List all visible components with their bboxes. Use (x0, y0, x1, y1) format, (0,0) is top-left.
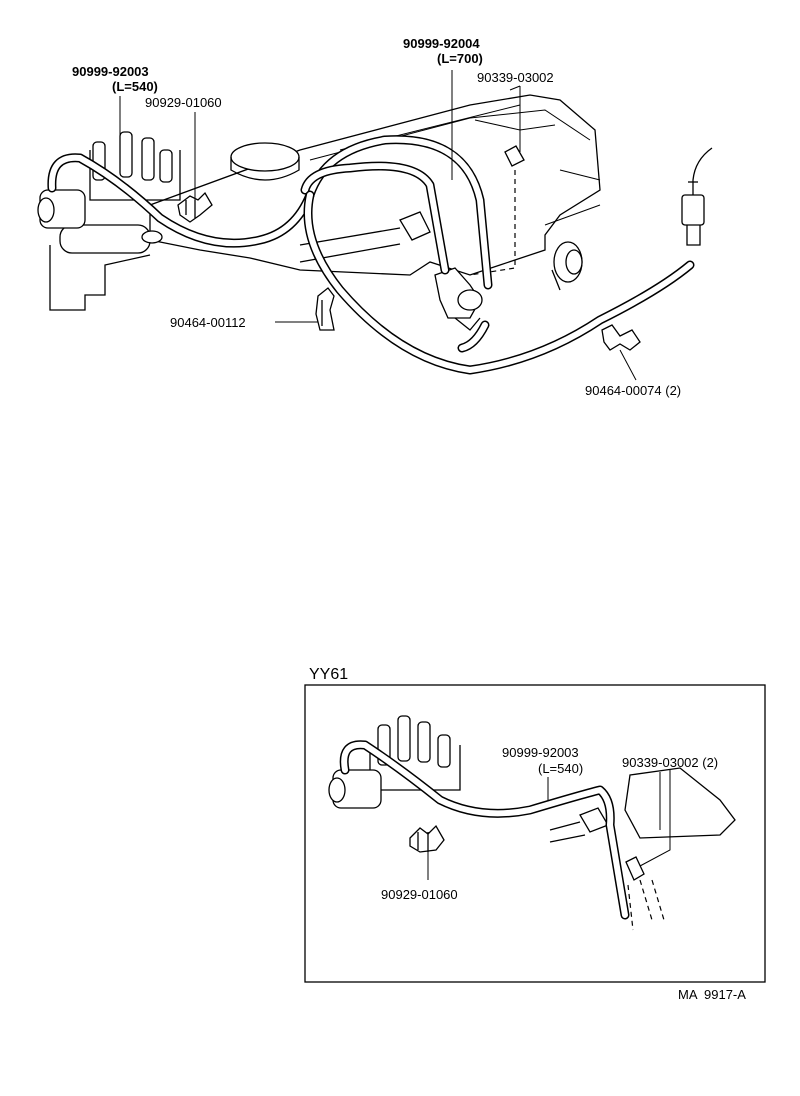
valve-center (434, 267, 483, 331)
clip-top (177, 191, 213, 223)
sensor-right (681, 147, 713, 246)
hose-left (47, 153, 315, 248)
leader-lines-main (119, 70, 637, 381)
clamp-lower (315, 287, 335, 331)
inset-title: YY61 (309, 666, 348, 683)
label-clamp-lower: 90464-00112 (170, 315, 246, 330)
label-hose-left-part: 90999-92003 (72, 64, 149, 79)
leader-lines-inset (427, 770, 671, 880)
inset-label-plug: 90339-03002 (2) (622, 755, 718, 770)
vacuum-advance-unit (37, 189, 86, 229)
inset-label-hose-length: (L=540) (538, 761, 583, 776)
inset-engine-part (549, 767, 736, 843)
inset-distributor (328, 715, 461, 809)
label-hose-center-part: 90999-92004 (403, 36, 480, 51)
label-clip-top: 90929-01060 (145, 95, 222, 110)
engine-body (37, 94, 601, 353)
label-hose-center-length: (L=700) (437, 51, 483, 66)
label-clamp-right: 90464-00074 (2) (585, 383, 681, 398)
label-hose-left-length: (L=540) (112, 79, 158, 94)
inset-clip (409, 824, 445, 853)
inset-frame (304, 684, 766, 983)
figure-code: MA 9917-A (678, 987, 746, 1002)
inset-label-hose-part: 90999-92003 (502, 745, 579, 760)
plug-top (504, 145, 525, 167)
inset-hose (339, 740, 630, 920)
label-plug-top: 90339-03002 (477, 70, 554, 85)
hose-center (300, 135, 493, 290)
distributor-cap (89, 131, 181, 201)
hose-long-right (303, 190, 695, 375)
inset-label-clip: 90929-01060 (381, 887, 458, 902)
diaphragm-right (551, 241, 583, 291)
clamp-right (601, 324, 641, 351)
inset-plug (625, 856, 665, 931)
